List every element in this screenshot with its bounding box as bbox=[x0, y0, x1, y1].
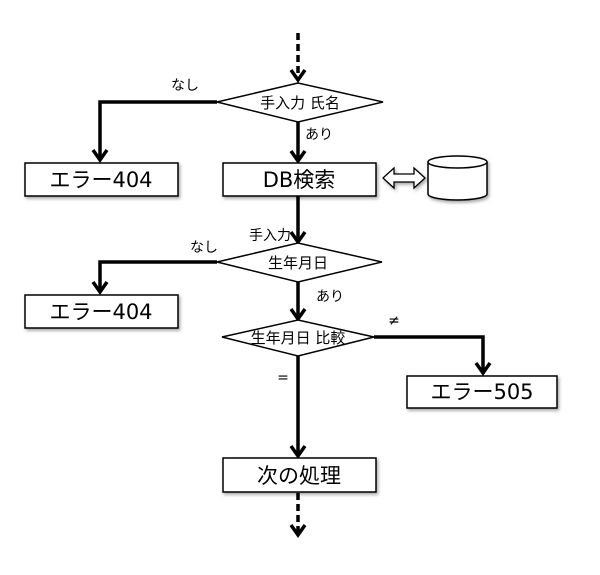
decision-name: 手入力 氏名 bbox=[216, 82, 384, 123]
edge-name-none bbox=[91, 100, 217, 164]
db-search-label: DB検索 bbox=[263, 168, 336, 192]
edge-db-to-birthdate bbox=[289, 196, 307, 246]
decision-birthdate-label: 生年月日 bbox=[268, 254, 328, 272]
database-cylinder-icon bbox=[427, 155, 488, 201]
error404-box-a: エラー404 bbox=[24, 162, 179, 197]
edge-compare-equal bbox=[289, 356, 307, 460]
edge-birthdate-exists bbox=[289, 282, 307, 323]
edge-label-name-exists: あり bbox=[305, 127, 333, 143]
error404-b-label: エラー404 bbox=[49, 300, 152, 324]
edge-label-compare-equal: = bbox=[277, 370, 289, 386]
error404-box-b: エラー404 bbox=[24, 294, 179, 329]
next-process-box: 次の処理 bbox=[222, 457, 377, 493]
entry-arrow bbox=[289, 33, 307, 84]
edge-compare-not-equal bbox=[374, 335, 492, 377]
edge-label-compare-not-equal: ≠ bbox=[388, 313, 400, 329]
exit-arrow bbox=[289, 493, 307, 539]
error404-a-label: エラー404 bbox=[49, 168, 152, 192]
edge-label-name-none: なし bbox=[171, 78, 199, 94]
decision-birthdate: 生年月日 bbox=[216, 242, 383, 283]
edge-birthdate-none bbox=[91, 260, 217, 296]
decision-compare: 生年月日 比較 bbox=[221, 319, 375, 357]
decision-compare-label: 生年月日 比較 bbox=[251, 329, 346, 347]
next-process-label: 次の処理 bbox=[257, 464, 341, 488]
decision-name-label: 手入力 氏名 bbox=[260, 94, 340, 112]
bidirectional-arrow-icon bbox=[382, 166, 426, 190]
edge-label-birthdate-input: 手入力 bbox=[249, 228, 291, 244]
edge-label-birthdate-none: なし bbox=[190, 240, 218, 256]
error505-box: エラー505 bbox=[406, 375, 558, 409]
edge-label-birthdate-exists: あり bbox=[316, 289, 344, 305]
db-search-box: DB検索 bbox=[222, 162, 377, 197]
edge-name-exists bbox=[289, 122, 307, 165]
error505-label: エラー505 bbox=[430, 380, 533, 404]
